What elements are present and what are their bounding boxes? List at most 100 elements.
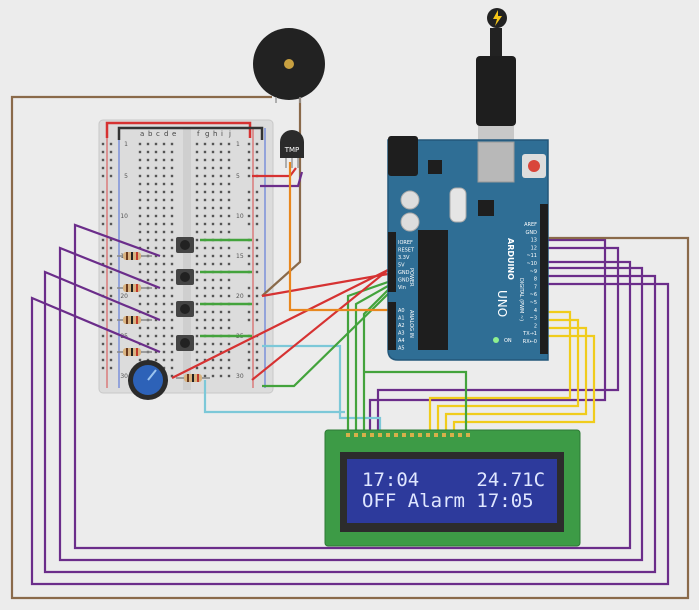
- rail-hole[interactable]: [255, 262, 259, 266]
- breadboard-hole[interactable]: [138, 158, 142, 162]
- rail-hole[interactable]: [247, 166, 251, 170]
- breadboard-hole[interactable]: [211, 190, 215, 194]
- breadboard-hole[interactable]: [203, 358, 207, 362]
- lcd-pin[interactable]: [394, 433, 398, 437]
- breadboard-hole[interactable]: [219, 166, 223, 170]
- lcd-pin[interactable]: [354, 433, 358, 437]
- breadboard-hole[interactable]: [170, 166, 174, 170]
- breadboard-hole[interactable]: [195, 166, 199, 170]
- wire-red-5v-2[interactable]: [171, 269, 389, 379]
- breadboard-hole[interactable]: [154, 294, 158, 298]
- breadboard-hole[interactable]: [211, 326, 215, 330]
- breadboard-hole[interactable]: [170, 142, 174, 146]
- rail-hole[interactable]: [255, 206, 259, 210]
- breadboard-hole[interactable]: [138, 334, 142, 338]
- breadboard-hole[interactable]: [146, 174, 150, 178]
- breadboard-hole[interactable]: [146, 158, 150, 162]
- breadboard-hole[interactable]: [203, 190, 207, 194]
- breadboard-hole[interactable]: [211, 318, 215, 322]
- breadboard-hole[interactable]: [211, 342, 215, 346]
- breadboard-hole[interactable]: [227, 366, 231, 370]
- breadboard-hole[interactable]: [203, 206, 207, 210]
- breadboard-hole[interactable]: [170, 318, 174, 322]
- breadboard-hole[interactable]: [162, 198, 166, 202]
- rail-hole[interactable]: [101, 270, 105, 274]
- breadboard-hole[interactable]: [146, 166, 150, 170]
- rail-hole[interactable]: [101, 262, 105, 266]
- breadboard-hole[interactable]: [211, 278, 215, 282]
- breadboard-hole[interactable]: [146, 302, 150, 306]
- breadboard-hole[interactable]: [195, 222, 199, 226]
- rail-hole[interactable]: [101, 358, 105, 362]
- breadboard-hole[interactable]: [170, 286, 174, 290]
- lcd-pin[interactable]: [378, 433, 382, 437]
- breadboard-hole[interactable]: [227, 262, 231, 266]
- breadboard-hole[interactable]: [227, 358, 231, 362]
- breadboard-hole[interactable]: [138, 262, 142, 266]
- breadboard-hole[interactable]: [211, 182, 215, 186]
- lcd-pin[interactable]: [442, 433, 446, 437]
- rail-hole[interactable]: [247, 294, 251, 298]
- breadboard-hole[interactable]: [170, 254, 174, 258]
- breadboard-hole[interactable]: [195, 174, 199, 178]
- analog-header[interactable]: [388, 302, 396, 350]
- breadboard-hole[interactable]: [211, 206, 215, 210]
- breadboard-hole[interactable]: [203, 278, 207, 282]
- rail-hole[interactable]: [255, 198, 259, 202]
- wire-green-4[interactable]: [262, 293, 389, 388]
- rail-hole[interactable]: [109, 310, 113, 314]
- rail-hole[interactable]: [101, 286, 105, 290]
- breadboard-hole[interactable]: [219, 342, 223, 346]
- breadboard-hole[interactable]: [138, 206, 142, 210]
- breadboard-hole[interactable]: [211, 246, 215, 250]
- breadboard-hole[interactable]: [138, 302, 142, 306]
- breadboard-hole[interactable]: [162, 262, 166, 266]
- breadboard-hole[interactable]: [227, 278, 231, 282]
- breadboard-hole[interactable]: [203, 158, 207, 162]
- breadboard-hole[interactable]: [227, 374, 231, 378]
- rail-hole[interactable]: [101, 366, 105, 370]
- wire-purple-3[interactable]: [43, 270, 657, 574]
- lcd-pin[interactable]: [386, 433, 390, 437]
- breadboard-hole[interactable]: [170, 350, 174, 354]
- breadboard-hole[interactable]: [170, 262, 174, 266]
- breadboard-hole[interactable]: [195, 214, 199, 218]
- piezo-buzzer[interactable]: [253, 28, 325, 103]
- breadboard-hole[interactable]: [170, 230, 174, 234]
- lcd-pin[interactable]: [418, 433, 422, 437]
- breadboard-hole[interactable]: [162, 166, 166, 170]
- breadboard-hole[interactable]: [211, 142, 215, 146]
- breadboard-hole[interactable]: [154, 158, 158, 162]
- breadboard-hole[interactable]: [219, 310, 223, 314]
- wire-purple-1[interactable]: [73, 223, 632, 550]
- rail-hole[interactable]: [109, 150, 113, 154]
- breadboard-hole[interactable]: [162, 238, 166, 242]
- breadboard-hole[interactable]: [154, 302, 158, 306]
- breadboard-hole[interactable]: [170, 238, 174, 242]
- breadboard-hole[interactable]: [227, 350, 231, 354]
- breadboard-hole[interactable]: [170, 366, 174, 370]
- breadboard-hole[interactable]: [211, 350, 215, 354]
- rail-hole[interactable]: [247, 254, 251, 258]
- breadboard-hole[interactable]: [162, 150, 166, 154]
- digital-header[interactable]: [540, 204, 548, 354]
- breadboard-hole[interactable]: [138, 230, 142, 234]
- breadboard-hole[interactable]: [227, 182, 231, 186]
- breadboard-hole[interactable]: [203, 214, 207, 218]
- breadboard-hole[interactable]: [203, 230, 207, 234]
- breadboard-hole[interactable]: [211, 214, 215, 218]
- breadboard-hole[interactable]: [195, 334, 199, 338]
- rail-hole[interactable]: [247, 214, 251, 218]
- breadboard-hole[interactable]: [195, 366, 199, 370]
- wire-green-2[interactable]: [354, 285, 389, 436]
- breadboard-hole[interactable]: [227, 254, 231, 258]
- breadboard-hole[interactable]: [227, 294, 231, 298]
- resistor-2[interactable]: [117, 284, 152, 292]
- breadboard-hole[interactable]: [195, 182, 199, 186]
- breadboard-hole[interactable]: [203, 374, 207, 378]
- breadboard-hole[interactable]: [219, 150, 223, 154]
- breadboard-hole[interactable]: [154, 166, 158, 170]
- rail-hole[interactable]: [247, 158, 251, 162]
- breadboard-hole[interactable]: [203, 254, 207, 258]
- breadboard-hole[interactable]: [162, 206, 166, 210]
